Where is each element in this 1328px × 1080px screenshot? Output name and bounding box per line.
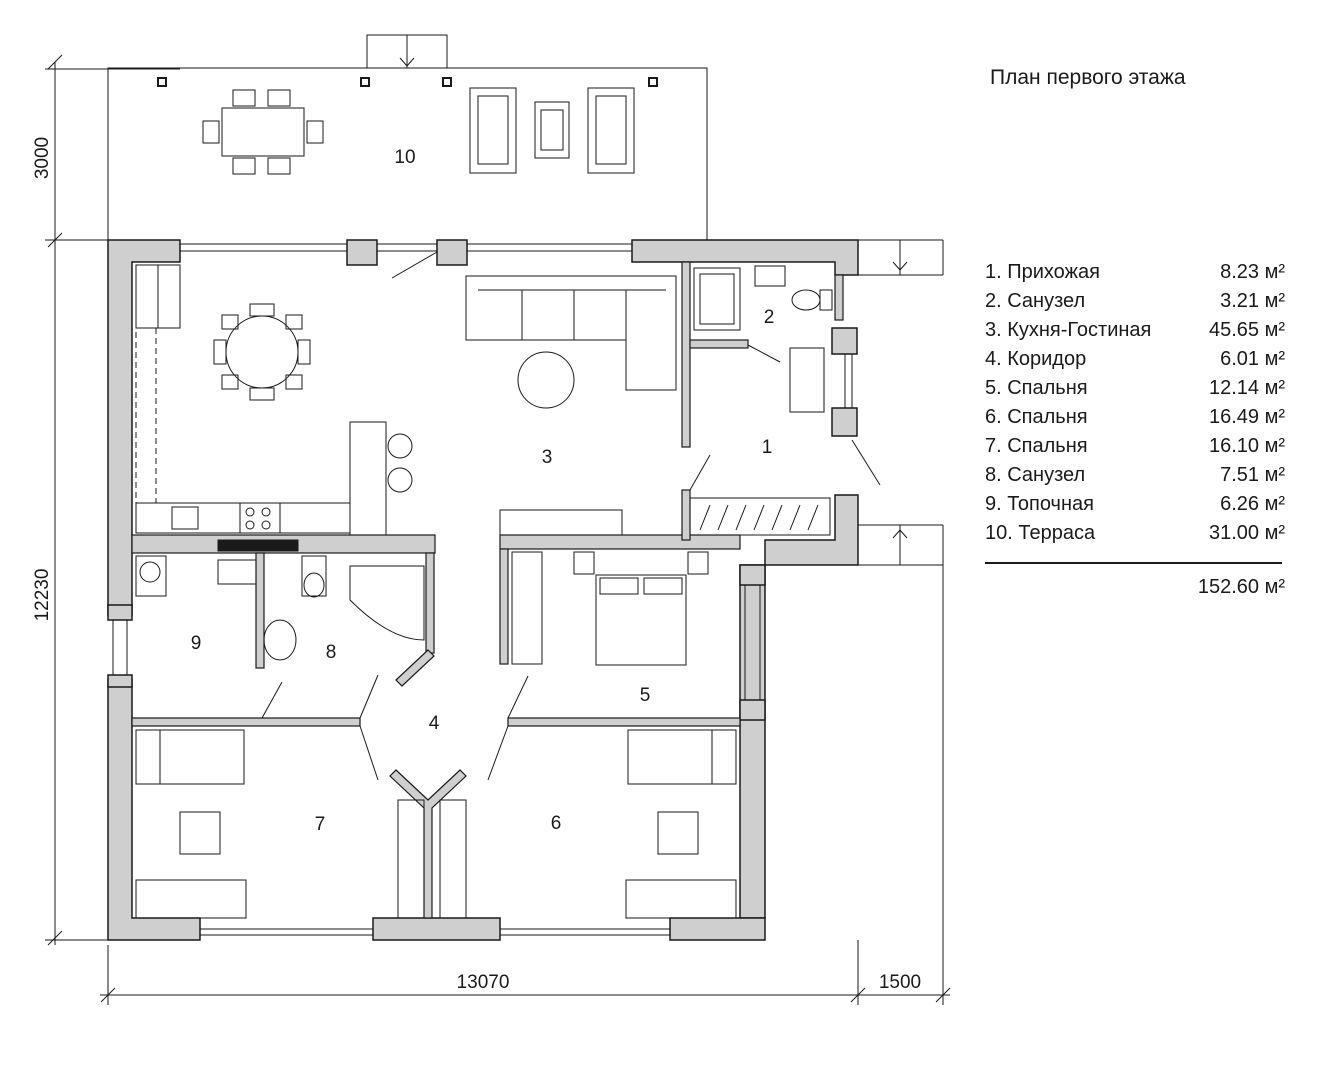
- room-label-5: 5: [640, 685, 651, 706]
- legend-room-name: 2. Санузел: [985, 290, 1086, 312]
- hall-wardrobe: [689, 497, 831, 536]
- legend-room-name: 1. Прихожая: [985, 261, 1100, 283]
- legend-row: 7. Спальня 16.10 м²: [985, 432, 1285, 461]
- legend-row: 5. Спальня 12.14 м²: [985, 374, 1285, 403]
- legend-room-name: 7. Спальня: [985, 435, 1088, 457]
- legend-room-area: 12.14 м²: [1208, 377, 1285, 399]
- legend-row: 8. Санузел 7.51 м²: [985, 461, 1285, 490]
- room-label-1: 1: [762, 437, 773, 458]
- room-label-4: 4: [429, 713, 440, 734]
- dining-set: [213, 303, 311, 401]
- windows: [112, 243, 853, 936]
- terrace-lounge-set: [469, 87, 635, 174]
- room-label-6: 6: [551, 813, 562, 834]
- legend-room-area: 6.26 м²: [1220, 493, 1285, 515]
- legend-row: 4. Коридор 6.01 м²: [985, 345, 1285, 374]
- legend-room-name: 5. Спальня: [985, 377, 1088, 399]
- room-label-9: 9: [191, 633, 202, 654]
- legend-room-name: 9. Топочная: [985, 493, 1094, 515]
- bedroom-7-furniture: [135, 729, 425, 919]
- room-label-8: 8: [326, 642, 337, 663]
- plan-title: План первого этажа: [990, 66, 1186, 89]
- room-label-10: 10: [394, 147, 415, 168]
- legend-room-name: 10. Терраса: [985, 522, 1096, 544]
- legend-room-area: 3.21 м²: [1220, 290, 1285, 312]
- dimension-terrace-depth: 3000: [32, 137, 53, 179]
- living-sofa: [465, 275, 677, 536]
- room-legend: 1. Прихожая 8.23 м² 2. Санузел 3.21 м² 3. …: [985, 258, 1285, 599]
- utility-fixtures: [135, 555, 425, 661]
- legend-room-area: 45.65 м²: [1208, 319, 1285, 341]
- room-label-3: 3: [542, 447, 553, 468]
- dimension-values: 3000 12230 13070 1500: [32, 137, 921, 993]
- dimension-house-width: 13070: [457, 972, 510, 993]
- terrace-outline: [107, 34, 708, 240]
- bedroom-6-furniture: [439, 729, 737, 919]
- floor-plan: 1 2 3 4 5 6 7 8 9 10 3000 12230 13070 15…: [32, 34, 951, 1005]
- legend-divider: [985, 562, 1282, 564]
- legend-room-area: 16.10 м²: [1208, 435, 1285, 457]
- legend-row: 1. Прихожая 8.23 м²: [985, 258, 1285, 287]
- kitchen-furniture: [135, 264, 413, 552]
- dimension-lines: [45, 54, 951, 1005]
- legend-room-name: 4. Коридор: [985, 348, 1087, 370]
- legend-row: 3. Кухня-Гостиная 45.65 м²: [985, 316, 1285, 345]
- legend-row: 6. Спальня 16.49 м²: [985, 403, 1285, 432]
- legend-row: 2. Санузел 3.21 м²: [985, 287, 1285, 316]
- legend-room-name: 3. Кухня-Гостиная: [985, 319, 1152, 341]
- dimension-house-depth: 12230: [32, 569, 53, 622]
- terrace-dining-set: [202, 89, 324, 175]
- legend-room-name: 8. Санузел: [985, 464, 1086, 486]
- bedroom-5-furniture: [511, 551, 709, 666]
- legend-room-name: 6. Спальня: [985, 406, 1088, 428]
- interior-walls: [131, 261, 844, 919]
- legend-room-area: 6.01 м²: [1220, 348, 1285, 370]
- room-number-labels: 1 2 3 4 5 6 7 8 9 10: [191, 147, 775, 835]
- exterior-walls: [107, 239, 859, 941]
- legend-room-area: 16.49 м²: [1208, 406, 1285, 428]
- legend-room-area: 31.00 м²: [1208, 522, 1285, 544]
- porch-outline: [851, 239, 944, 566]
- legend-row: 10. Терраса 31.00 м²: [985, 519, 1285, 548]
- bathroom-2-fixtures: [693, 265, 833, 413]
- room-label-7: 7: [315, 814, 326, 835]
- legend-row: 9. Топочная 6.26 м²: [985, 490, 1285, 519]
- dimension-porch-width: 1500: [879, 972, 921, 993]
- legend-room-area: 7.51 м²: [1220, 464, 1285, 486]
- room-label-2: 2: [764, 307, 775, 328]
- legend-room-area: 8.23 м²: [1220, 261, 1285, 283]
- legend-total-area: 152.60 м²: [1197, 576, 1285, 598]
- door-swings: [261, 251, 781, 781]
